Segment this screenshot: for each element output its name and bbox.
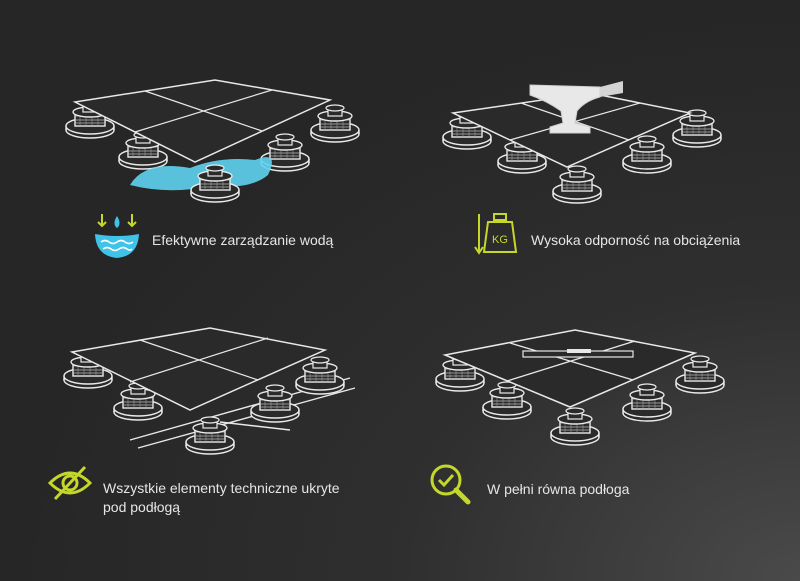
hidden-eye-icon: [47, 465, 93, 501]
feature-label: Wszystkie elementy techniczne ukryte pod…: [103, 480, 340, 515]
feature-label: W pełni równa podłoga: [487, 481, 630, 497]
illustration-load-resistance: [442, 81, 722, 204]
feature-label: Efektywne zarządzanie wodą: [152, 232, 334, 248]
spirit-level-icon: [522, 349, 634, 358]
svg-text:KG: KG: [492, 234, 508, 246]
illustration-water-management: [65, 79, 360, 203]
feature-level-floor: W pełni równa podłoga: [487, 480, 629, 499]
illustration-level-floor: [435, 329, 725, 446]
feature-water-management: Efektywne zarządzanie wodą: [152, 231, 333, 250]
feature-label: Wysoka odporność na obciążenia: [531, 232, 741, 248]
feature-hidden-installations: Wszystkie elementy techniczne ukryte pod…: [103, 479, 363, 517]
water-drops-icon: [95, 214, 139, 258]
magnifier-check-icon: [430, 464, 471, 505]
weight-kg-icon: KG: [474, 213, 518, 255]
anvil-icon: [529, 81, 623, 134]
illustration-hidden-installations: [63, 327, 356, 455]
feature-load-resistance: Wysoka odporność na obciążenia: [531, 231, 740, 250]
